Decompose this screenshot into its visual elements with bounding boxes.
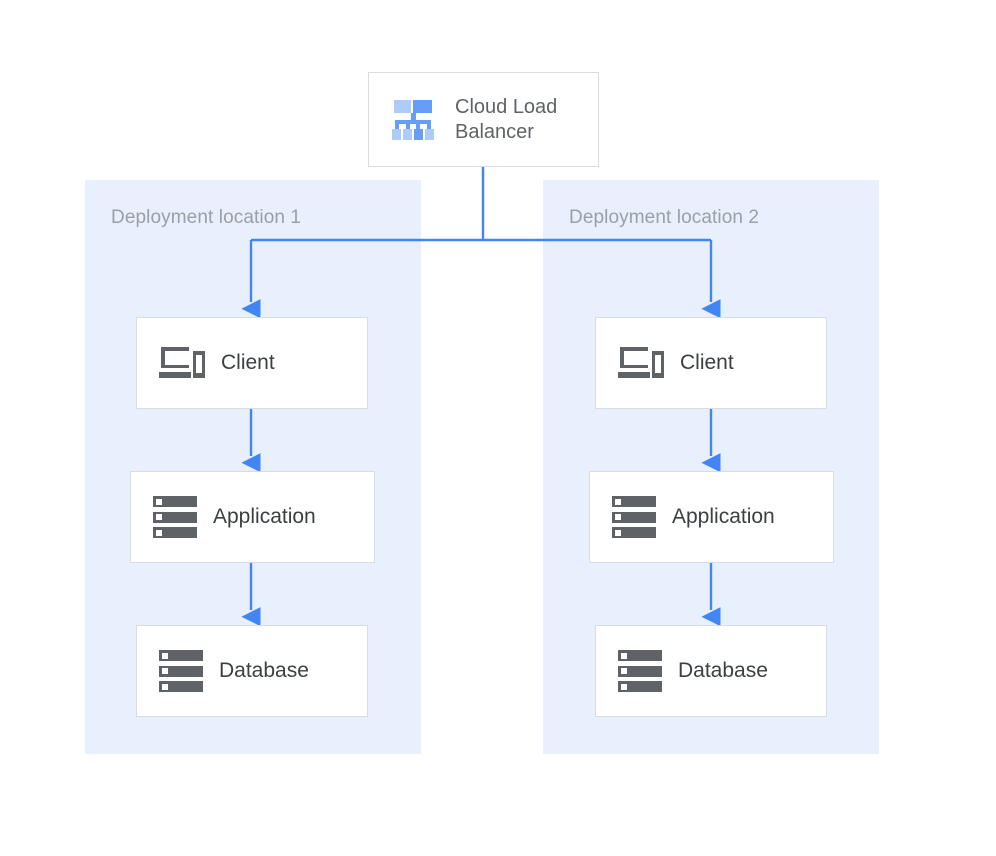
node-zone-1-application[interactable]: Application — [130, 471, 375, 563]
server-stack-icon — [618, 650, 662, 692]
zone-2-client-label: Client — [680, 351, 734, 374]
node-zone-2-database[interactable]: Database — [595, 625, 827, 717]
node-zone-2-application[interactable]: Application — [589, 471, 834, 563]
node-cloud-load-balancer[interactable]: Cloud Load Balancer — [368, 72, 599, 167]
devices-icon — [618, 343, 664, 383]
node-zone-1-client[interactable]: Client — [136, 317, 368, 409]
node-zone-2-client[interactable]: Client — [595, 317, 827, 409]
zone-1-client-label: Client — [221, 351, 275, 374]
server-stack-icon — [612, 496, 656, 538]
server-stack-icon — [159, 650, 203, 692]
cloud-load-balancer-icon — [389, 96, 437, 144]
zone-2-label: Deployment location 2 — [569, 207, 760, 228]
zone-1-label: Deployment location 1 — [111, 207, 302, 228]
zone-2-application-label: Application — [672, 505, 775, 528]
node-zone-1-database[interactable]: Database — [136, 625, 368, 717]
zone-2-database-label: Database — [678, 659, 768, 682]
cloud-load-balancer-label: Cloud Load Balancer — [455, 95, 558, 143]
devices-icon — [159, 343, 205, 383]
zone-1-database-label: Database — [219, 659, 309, 682]
zone-1-application-label: Application — [213, 505, 316, 528]
server-stack-icon — [153, 496, 197, 538]
